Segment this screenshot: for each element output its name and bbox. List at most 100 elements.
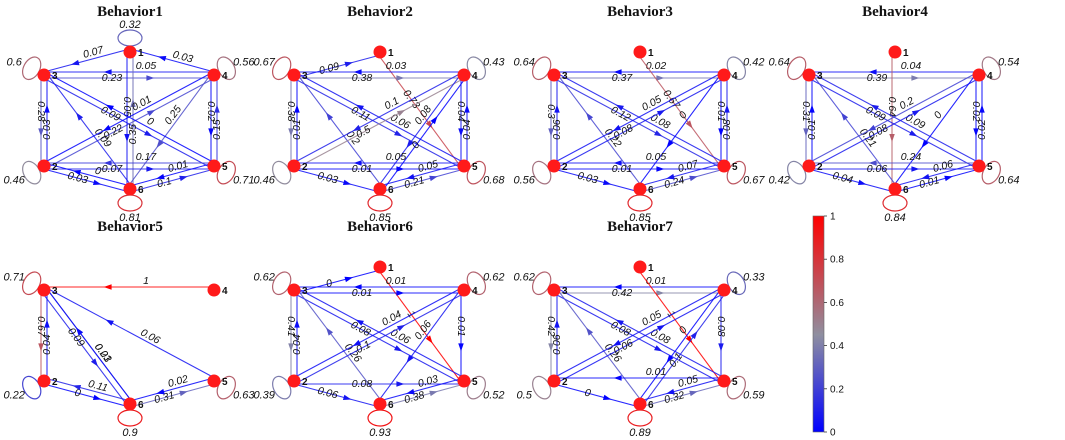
edge-arrow: [602, 179, 612, 186]
edge-weight-label: 0.28: [35, 101, 47, 122]
self-loop-label: 0.56: [233, 57, 255, 69]
edge-3-5: [292, 292, 463, 385]
edge-weight-label: 0.05: [121, 97, 133, 118]
self-loop-6: [627, 409, 653, 427]
self-loop-label: 0.9: [122, 427, 137, 439]
edge-weight-label: 0: [325, 277, 334, 290]
self-loop-label: 0.46: [3, 174, 25, 186]
edge-6-2: [44, 377, 131, 402]
edge-weight-label: 0.23: [102, 72, 123, 84]
edge-3-5: [552, 77, 723, 170]
edge-3-6: [41, 291, 129, 407]
edge-weight-label: 0: [94, 165, 103, 178]
edge-4-6: [127, 72, 213, 188]
edge-6-5: [895, 168, 980, 193]
edge-weight-label: 0.01: [167, 158, 190, 175]
colorbar-tick-label: 0: [830, 428, 836, 439]
edge-weight-label: 0.08: [715, 316, 727, 337]
node-1: [633, 260, 647, 274]
edge-arrow: [105, 319, 114, 326]
self-loop-label: 0.64: [513, 57, 534, 69]
edge-weight-label: 0.11: [87, 378, 109, 395]
edge-5-6: [639, 377, 724, 402]
node-4: [207, 68, 221, 82]
edge-arrow: [615, 319, 624, 326]
edge-arrow: [208, 128, 214, 137]
edge-arrow: [146, 166, 155, 172]
self-loop-label: 0.42: [768, 174, 789, 186]
edge-2-6: [293, 383, 380, 408]
edge-weight-label: 0.35: [127, 124, 139, 145]
edge-1-5: [637, 268, 723, 384]
node-3: [37, 68, 51, 82]
edge-arrow: [689, 175, 698, 182]
edge-arrow: [430, 116, 438, 125]
edge-arrow: [868, 69, 877, 75]
edge-arrow: [979, 104, 985, 113]
edge-2-6: [293, 168, 380, 193]
edge-arrow: [656, 109, 666, 117]
edge-4-1: [130, 48, 215, 73]
edge-arrow: [90, 358, 98, 367]
edge-6-4: [381, 76, 467, 192]
panel-3: Behavior30.370.020.670.30.060.120.080.22…: [513, 4, 765, 224]
edge-arrow: [294, 104, 300, 113]
node-label: 3: [52, 286, 58, 297]
self-loop-6: [367, 409, 393, 427]
node-5: [972, 159, 986, 173]
edge-arrow: [656, 324, 666, 332]
edge-arrow: [406, 139, 414, 148]
edge-weight-label: 0.01: [291, 119, 303, 139]
node-5: [207, 159, 221, 173]
edge-arrow: [654, 345, 663, 352]
node-label: 1: [903, 48, 909, 59]
edge-arrow: [911, 166, 920, 172]
node-5: [207, 374, 221, 388]
edge-5-6: [379, 162, 464, 187]
edge-weight-label: 0.08: [352, 378, 373, 390]
node-label: 5: [222, 162, 228, 173]
self-loop-label: 0.5: [517, 389, 533, 401]
edge-arrow: [857, 179, 867, 186]
edge-weight-label: 0.01: [646, 366, 666, 378]
edge-weight-label: 0.05: [646, 151, 667, 163]
edge-6-5: [380, 383, 465, 408]
edge-2-6: [43, 168, 130, 193]
edge-weight-label: 0.39: [867, 72, 888, 84]
self-loop-label: 0.71: [3, 272, 24, 284]
panel-title: Behavior4: [862, 4, 928, 20]
edge-4-2: [807, 71, 978, 164]
edge-5-3: [45, 71, 216, 164]
edge-weight-label: 0.01: [646, 275, 666, 287]
node-1: [888, 45, 902, 59]
panel-7: Behavior70.420.010.0810.420.060.080.080.…: [513, 219, 765, 439]
colorbar-tick-label: 0.2: [830, 384, 844, 395]
node-label: 2: [52, 377, 58, 388]
edge-2-6: [553, 168, 640, 193]
edge-6-5: [380, 168, 465, 193]
edge-arrow: [666, 173, 675, 180]
node-label: 1: [388, 48, 394, 59]
edge-weight-label: 0: [409, 139, 422, 151]
edge-5-3: [555, 286, 726, 379]
edge-arrow: [406, 388, 415, 395]
edge-weight-label: 0.38: [352, 72, 373, 84]
edge-arrow: [921, 139, 929, 148]
edge-4-6: [377, 72, 463, 188]
edge-3-5: [292, 77, 463, 170]
edge-arrow: [613, 160, 622, 166]
edge-arrow: [724, 104, 730, 113]
edge-weight-label: 0.04: [461, 119, 473, 140]
self-loop-label: 0.68: [483, 174, 505, 186]
self-loop-6: [882, 194, 908, 212]
edge-arrow: [394, 130, 403, 137]
edge-weight-label: 0.38: [285, 101, 297, 122]
edge-arrow: [344, 276, 353, 283]
edge-arrow: [288, 128, 294, 137]
edge-weight-label: 0: [932, 109, 945, 121]
edge-arrow: [612, 124, 622, 132]
self-loop-label: 0.56: [513, 174, 535, 186]
self-loop-6: [627, 194, 653, 212]
